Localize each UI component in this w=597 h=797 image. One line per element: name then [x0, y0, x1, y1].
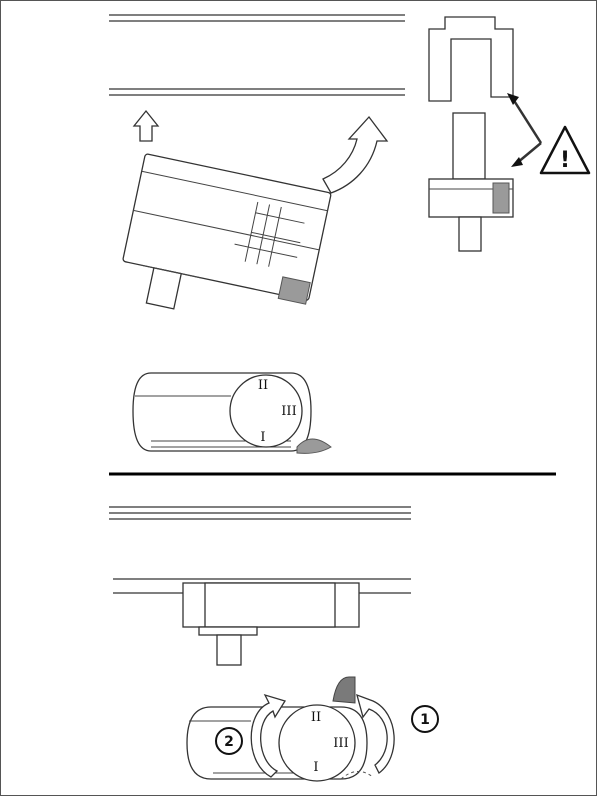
- track-rail-top: [109, 14, 405, 96]
- warning-icon: !: [539, 125, 591, 175]
- step-1-label: 1: [420, 712, 430, 728]
- adapter-mounted: [113, 578, 411, 666]
- phase-selector-bottom: II III I: [186, 676, 374, 782]
- up-arrow-icon: [132, 109, 160, 142]
- phase-label-iii-bottom: III: [333, 736, 348, 751]
- step-2-badge: 2: [215, 727, 243, 755]
- phase-label-ii-bottom: II: [311, 710, 321, 725]
- housing-cover: [428, 16, 514, 102]
- rotate-arrow-icon: [322, 115, 389, 194]
- step-1-badge: 1: [411, 705, 439, 733]
- rotate-arrow-2-icon: [250, 693, 287, 778]
- phase-label-ii: II: [258, 378, 268, 393]
- phase-selector-top: II III I: [132, 372, 332, 454]
- track-rail-bottom: [109, 506, 411, 520]
- rotate-arrow-1-icon: [356, 693, 395, 774]
- warning-symbol: !: [560, 148, 570, 173]
- warning-pointer-arrows: [507, 93, 543, 167]
- phase-label-i: I: [260, 430, 265, 445]
- phase-label-iii: III: [281, 404, 296, 419]
- step-2-label: 2: [224, 734, 234, 750]
- adapter-side-view: [428, 112, 514, 252]
- adapter-tilted: [122, 153, 332, 310]
- phase-label-i-bottom: I: [313, 760, 318, 775]
